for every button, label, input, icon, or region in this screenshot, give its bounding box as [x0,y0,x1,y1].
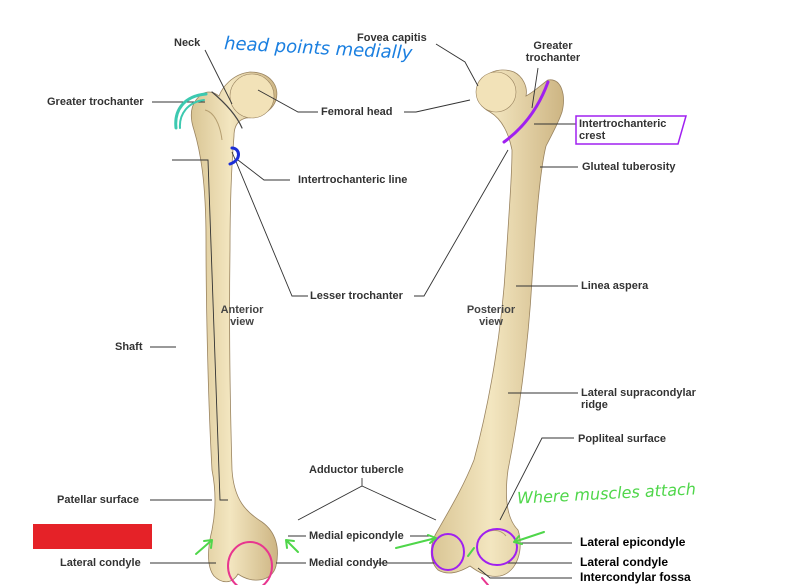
green-arrow-4 [467,547,475,557]
purple-crest-mark [502,80,550,144]
label-lateral-epicondyle: Lateral epicondyle [580,535,686,549]
ink-annotations [174,80,687,585]
label-shaft: Shaft [115,341,143,353]
label-femoral-head: Femoral head [321,106,393,118]
label-lateral-supracondylar-ridge: Lateral supracondylar ridge [581,387,696,411]
purple-condyle-circle-left [431,533,465,571]
label-fovea-capitis: Fovea capitis [357,32,427,44]
label-patellar-surface: Patellar surface [57,494,139,506]
neck-outline-mark [211,91,243,129]
label-linea-aspera: Linea aspera [581,280,649,292]
green-arrow-5 [513,531,545,545]
label-medial-epicondyle: Medial epicondyle [309,530,404,542]
green-arrow-3 [395,534,437,549]
label-gluteal-tuberosity: Gluteal tuberosity [582,161,676,173]
redaction-box [33,524,152,549]
anterior-femoral-head [229,73,275,119]
teal-trochanter-mark [174,92,208,130]
label-lateral-condyle-posterior: Lateral condyle [580,555,669,569]
green-arrow-1 [195,539,213,555]
label-greater-trochanter-anterior: Greater trochanter [47,96,144,108]
green-arrow-2 [285,539,299,553]
label-adductor-tubercle: Adductor tubercle [309,464,404,476]
pink-condyle-circle [227,541,273,585]
label-neck: Neck [174,37,201,49]
caption-anterior-view: Anterior view [220,304,264,328]
posterior-femoral-head [475,71,517,113]
label-intercondylar-fossa: Intercondylar fossa [580,570,691,584]
blue-line-mark [228,146,240,166]
label-intertrochanteric-crest: Intertrochanteric crest [579,118,667,142]
purple-crest-box [575,115,687,145]
label-medial-condyle: Medial condyle [309,557,388,569]
label-lesser-trochanter: Lesser trochanter [310,290,403,302]
caption-posterior-view: Posterior view [466,304,516,328]
label-lateral-condyle-anterior: Lateral condyle [60,557,141,569]
label-popliteal-surface: Popliteal surface [578,433,667,445]
purple-condyle-circle-right [476,528,518,566]
label-greater-trochanter-posterior: Greater trochanter [525,40,581,64]
label-intertrochanteric-line: Intertrochanteric line [298,174,408,186]
